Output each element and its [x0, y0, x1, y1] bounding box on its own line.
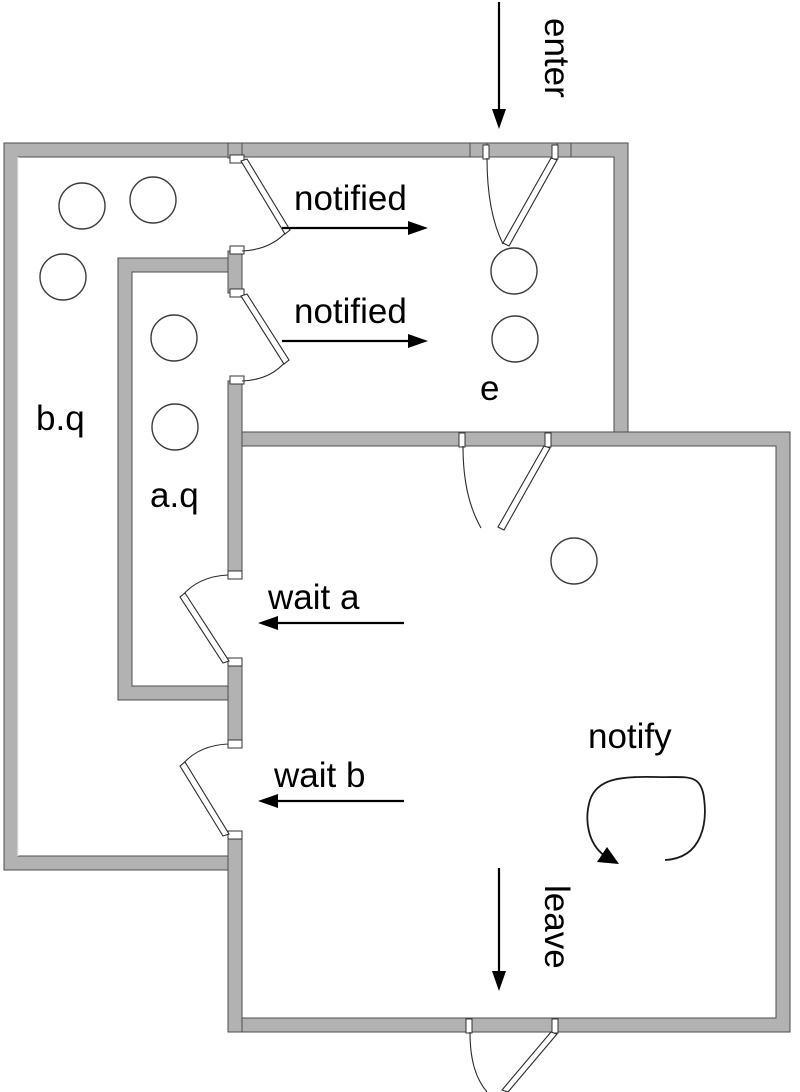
flow-arrows-group — [258, 2, 706, 991]
label-wait-a: wait a — [267, 578, 360, 617]
label-room-aq: a.q — [150, 476, 199, 515]
tokens-group — [39, 176, 598, 585]
door-notified-2 — [229, 288, 290, 385]
arrow-enter — [492, 2, 506, 129]
arrow-notified-2 — [282, 334, 428, 348]
door-enter — [469, 142, 572, 247]
labels-group: enter notified notified b.q a.q e wait a… — [36, 18, 672, 969]
token — [150, 314, 198, 362]
walls-group — [3, 142, 791, 1033]
label-room-bq: b.q — [36, 399, 85, 438]
token — [151, 403, 199, 451]
label-notified-2: notified — [294, 292, 407, 331]
arrow-leave — [492, 868, 506, 991]
wall-e-top — [227, 142, 629, 437]
label-notify: notify — [588, 717, 672, 756]
wall-spine-seg3 — [227, 380, 243, 576]
wall-spine-seg2 — [227, 250, 243, 294]
label-wait-b: wait b — [273, 756, 365, 795]
door-e-monitor — [458, 432, 552, 531]
doors-group — [179, 142, 572, 1092]
arrow-wait-a — [258, 616, 404, 630]
token — [58, 182, 106, 230]
door-notified-1 — [229, 154, 291, 255]
label-enter: enter — [537, 18, 576, 98]
label-room-e: e — [480, 369, 499, 408]
arrow-notified-1 — [282, 221, 428, 235]
arrow-wait-b — [258, 794, 404, 808]
label-notified-1: notified — [294, 179, 407, 218]
token — [39, 253, 87, 301]
token — [491, 315, 539, 363]
wall-spine-seg4 — [227, 662, 243, 744]
door-wait-b — [179, 739, 243, 840]
door-leave — [465, 1018, 559, 1092]
token — [550, 537, 598, 585]
token — [490, 247, 538, 295]
label-leave: leave — [537, 885, 576, 969]
arrow-notify-loop — [586, 775, 706, 864]
token — [129, 176, 177, 224]
wall-spine-seg5 — [227, 835, 243, 1033]
door-wait-a — [179, 570, 243, 667]
